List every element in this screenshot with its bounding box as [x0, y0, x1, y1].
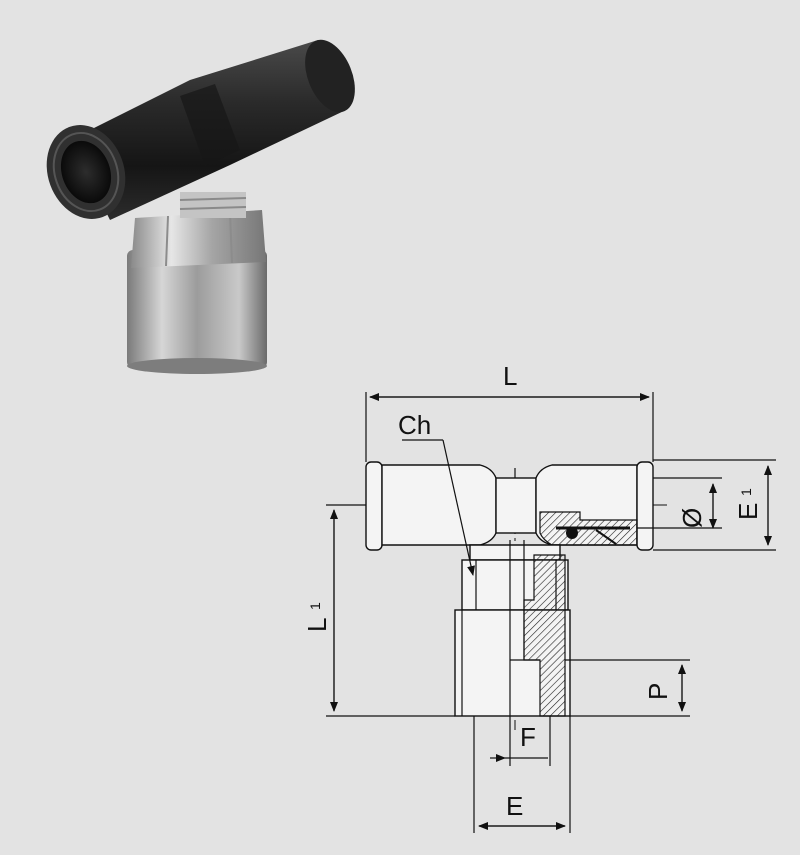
label-L1-subscript: 1 — [307, 602, 323, 610]
technical-drawing: L Ch L 1 Ø — [302, 361, 776, 833]
stem-outline — [454, 540, 571, 717]
dimension-E1: E 1 — [653, 459, 776, 551]
leader-Ch: Ch — [398, 410, 475, 576]
tube-end-right — [305, 39, 355, 113]
label-Ch: Ch — [398, 410, 431, 440]
push-in-tee-fitting-photo — [46, 39, 355, 374]
label-E: E — [506, 791, 523, 821]
left-tube-half — [381, 464, 497, 546]
label-E1-subscript: 1 — [738, 488, 754, 496]
label-E1: E — [733, 503, 763, 520]
label-P: P — [643, 683, 673, 700]
label-F: F — [520, 722, 536, 752]
label-L: L — [503, 361, 517, 391]
metal-body — [127, 250, 267, 368]
swivel-collar — [180, 192, 246, 218]
dimension-E: E — [473, 716, 571, 833]
dimension-L: L — [365, 361, 654, 462]
o-ring-icon — [566, 527, 578, 539]
tube-waist-outline — [495, 477, 537, 534]
label-L1: L — [302, 618, 332, 632]
dimension-diameter: Ø — [637, 477, 722, 529]
tube-waist — [180, 84, 240, 166]
dimension-F: F — [490, 716, 551, 766]
left-collet — [365, 461, 383, 551]
hex-nut — [131, 210, 266, 268]
dimension-P: P — [565, 659, 690, 717]
right-collet — [636, 461, 654, 551]
tube-bore-icon — [60, 140, 112, 204]
metal-body-bottom — [127, 358, 267, 374]
label-diameter: Ø — [677, 508, 707, 528]
dimension-L1: L 1 — [302, 504, 455, 717]
section-cut — [539, 511, 638, 546]
